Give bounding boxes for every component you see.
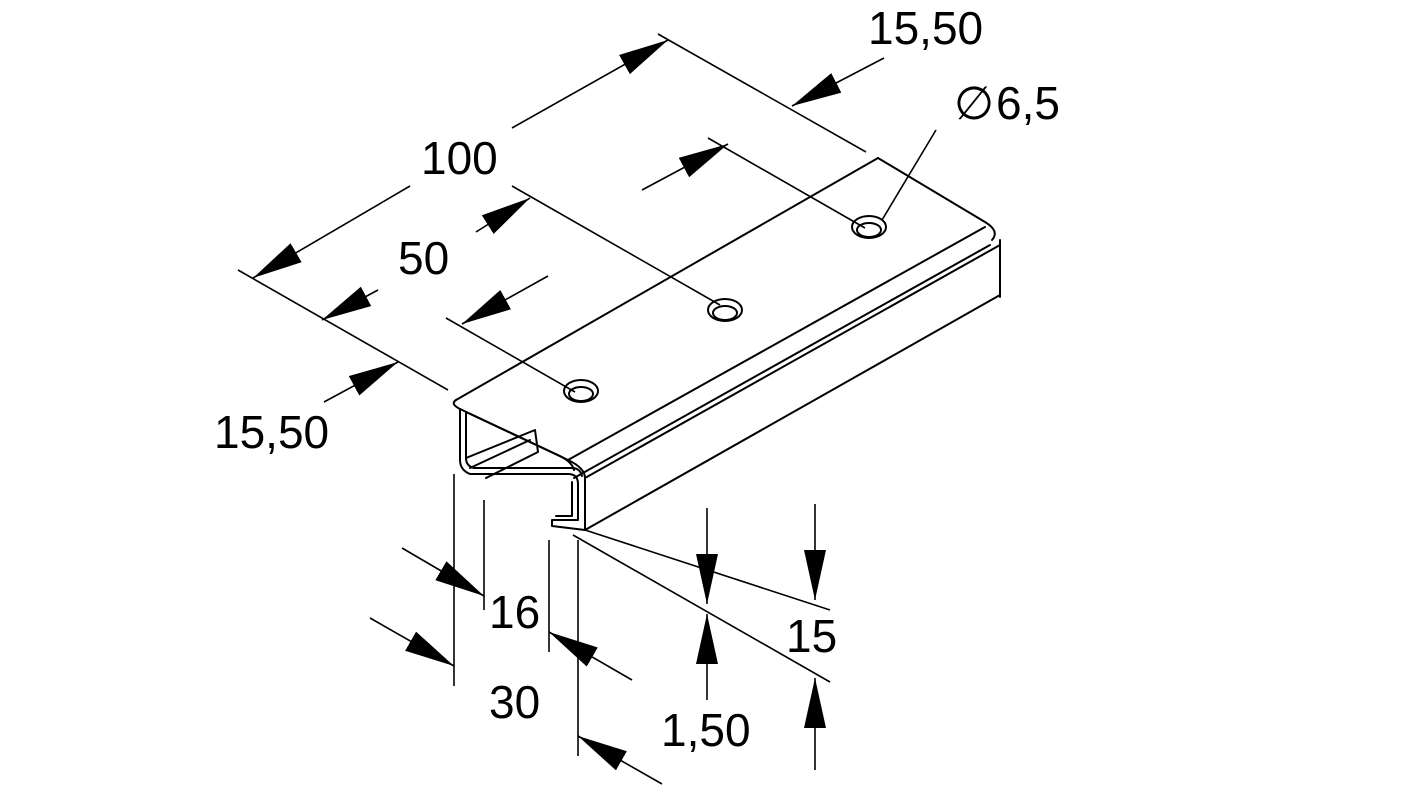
top-face-edge-left [455,157,879,401]
dimension-lines [252,39,885,785]
label-15-50-top: 15,50 [868,2,983,54]
dim-1550-top [791,57,885,107]
section-inner [465,411,583,477]
section-front-lip [567,459,586,531]
dim-16-arrow [401,547,485,597]
dim-hole-arrow [641,143,729,191]
dim-1550-bottom [323,361,399,403]
dim-30-arrow2 [577,735,663,785]
hole-front [563,379,599,403]
label-15: 15 [786,610,837,662]
dim-50-left [321,286,379,321]
label-15-50-bottom: 15,50 [214,406,329,458]
label-1-50: 1,50 [661,704,751,756]
side-wall-inner-edge [573,244,991,479]
channel-profile [452,157,1001,531]
section-outer [459,408,586,531]
dim-16-arrow2 [548,631,633,681]
top-face-edge-rear [877,157,996,241]
dim-50-right [475,197,531,234]
dim-50-mid [461,275,549,325]
label-30: 30 [489,676,540,728]
dim-30-arrow [369,617,455,667]
section-inner-top [465,411,575,471]
hole-middle [707,298,743,322]
section-inner-return [555,481,573,517]
dim-100-right [511,39,669,129]
side-wall-top-edge [584,244,1001,479]
label-16: 16 [489,586,540,638]
dim-100-left [252,185,411,279]
channel-floor-edge [469,439,531,469]
side-wall-bottom-edge [584,294,1001,531]
diameter-symbol: ∅ [954,76,994,130]
channel-floor [465,429,539,479]
top-face-edge-front [567,226,986,461]
hole-rear [851,215,887,239]
mounting-holes [563,215,887,403]
label-50: 50 [398,232,449,284]
dimension-labels: 100 50 15,50 15,50 ∅ 6,5 16 30 1,50 15 [214,2,1060,756]
label-100: 100 [421,132,498,184]
label-hole-diameter: 6,5 [996,77,1060,129]
